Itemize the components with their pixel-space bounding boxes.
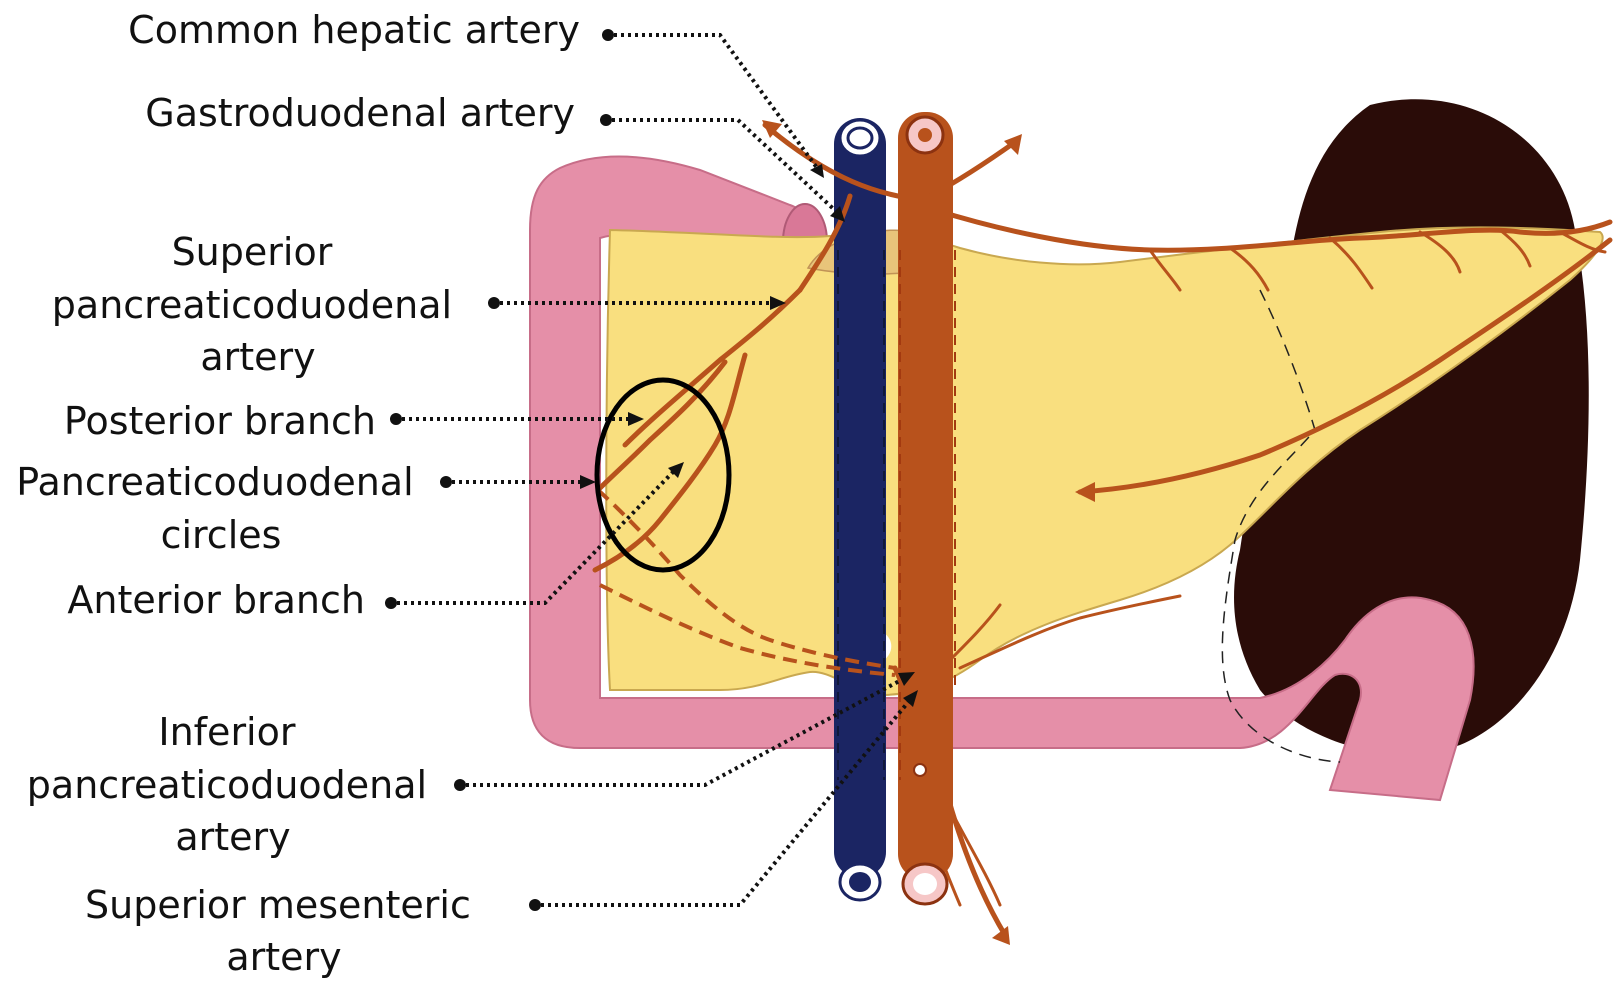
label-inferior-pd-line2: pancreaticoduodenal	[27, 763, 427, 807]
label-pd-circles: Pancreaticoduodenal circles	[16, 460, 426, 557]
label-gastroduodenal-artery: Gastroduodenal artery	[145, 91, 575, 135]
leader-dot-inferior-pd	[454, 779, 466, 791]
label-superior-pd-line3: artery	[200, 335, 315, 379]
leader-dot-pd-circles	[440, 476, 452, 488]
leader-arrow-common-hepatic	[810, 164, 824, 178]
leader-common-hepatic	[614, 35, 820, 172]
label-inferior-pd-line3: artery	[175, 815, 290, 859]
portal-vein	[834, 118, 886, 878]
leader-dot-sma	[529, 899, 541, 911]
leader-dot-posterior-branch	[390, 413, 402, 425]
label-anterior-branch: Anterior branch	[67, 578, 365, 622]
label-pd-circles-line2: circles	[161, 513, 282, 557]
leader-dot-common-hepatic	[602, 29, 614, 41]
aorta-sma-column	[898, 112, 953, 880]
label-superior-pd-artery: Superior pancreaticoduodenal artery	[52, 230, 464, 379]
sma-bottom-lumen	[913, 873, 937, 895]
label-superior-pd-line1: Superior	[172, 230, 333, 274]
label-inferior-pd-artery: Inferior pancreaticoduodenal artery	[27, 710, 439, 859]
leader-dot-superior-pd	[488, 297, 500, 309]
label-inferior-pd-line1: Inferior	[158, 710, 295, 754]
smv-bottom-lumen	[849, 872, 871, 892]
label-posterior-branch: Posterior branch	[64, 399, 376, 443]
label-sma: Superior mesenteric artery	[85, 883, 483, 979]
left-gastric-arrowhead	[1004, 134, 1022, 155]
label-sma-line2: artery	[226, 935, 341, 979]
label-sma-line1: Superior mesenteric	[85, 883, 471, 927]
leader-dot-anterior-branch	[385, 597, 397, 609]
label-superior-pd-line2: pancreaticoduodenal	[52, 283, 452, 327]
label-pd-circles-line1: Pancreaticoduodenal	[16, 460, 413, 504]
portal-vein-top-opening	[840, 120, 880, 156]
sma-small-opening	[914, 764, 926, 776]
label-common-hepatic-artery: Common hepatic artery	[128, 8, 580, 52]
leader-dot-gastroduodenal	[600, 114, 612, 126]
celiac-top-lumen	[918, 128, 932, 142]
